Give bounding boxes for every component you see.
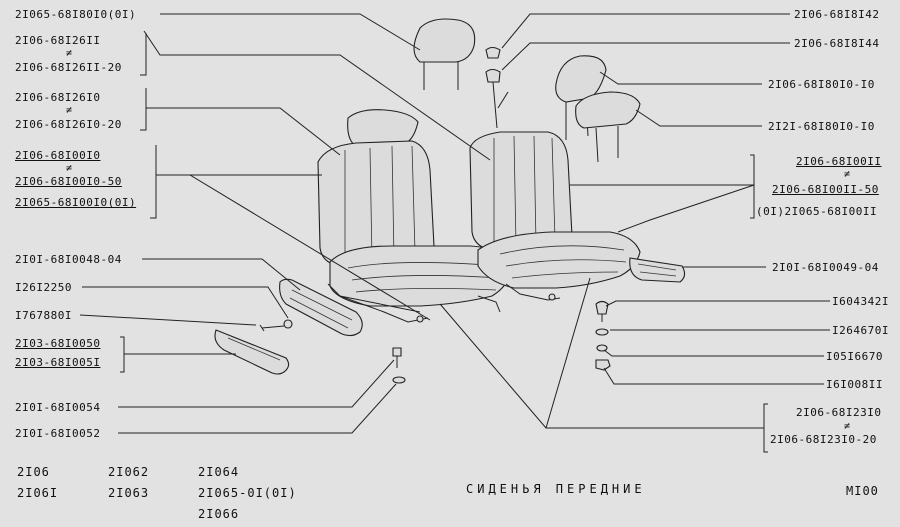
model-21062: 2I062 (108, 465, 150, 479)
label-2106-6812611[interactable]: 2I06-68I26II (15, 34, 101, 47)
label-1767-8801[interactable]: I767880I (15, 309, 72, 322)
label-2101-6810048-04[interactable]: 2I0I-68I0048-04 (15, 253, 122, 266)
page-title: СИДЕНЬЯ ПЕРЕДНИЕ (466, 482, 646, 496)
label-1051-6670[interactable]: I05I6670 (826, 350, 883, 363)
label-2103-6810050[interactable]: 2I03-68I0050 (15, 337, 101, 350)
label-2101-6810054[interactable]: 2I0I-68I0054 (15, 401, 101, 414)
not-equal-mark: ≠ (66, 105, 73, 116)
label-2121-6818010-10[interactable]: 2I2I-68I80I0-I0 (768, 120, 875, 133)
not-equal-mark: ≠ (844, 421, 851, 432)
label-1604-3421[interactable]: I604342I (832, 295, 889, 308)
label-2106-6810011-50[interactable]: 2I06-68I00II-50 (772, 183, 879, 196)
model-21064: 2I064 (198, 465, 240, 479)
label-01-21065-6810011[interactable]: (0I)2I065-68I00II (756, 205, 878, 218)
model-2106: 2I06 (17, 465, 50, 479)
label-2106-6812611-20[interactable]: 2I06-68I26II-20 (15, 61, 122, 74)
headrests-right (413, 18, 641, 163)
label-2101-6810052[interactable]: 2I0I-68I0052 (15, 427, 101, 440)
label-2106-6812610-20[interactable]: 2I06-68I26I0-20 (15, 118, 122, 131)
label-2106-6812310[interactable]: 2I06-68I23I0 (796, 406, 882, 419)
model-21063: 2I063 (108, 486, 150, 500)
label-1261-2250[interactable]: I26I2250 (15, 281, 72, 294)
label-2106-6818010-10[interactable]: 2I06-68I80I0-I0 (768, 78, 875, 91)
not-equal-mark: ≠ (66, 163, 73, 174)
label-2106-6818142[interactable]: 2I06-68I8I42 (794, 8, 880, 21)
label-2106-6812610[interactable]: 2I06-68I26I0 (15, 91, 101, 104)
not-equal-mark: ≠ (844, 169, 851, 180)
model-21065-01: 2I065-0I(0I) (198, 486, 297, 500)
label-1610-0811[interactable]: I6I008II (826, 378, 883, 391)
model-21061: 2I06I (17, 486, 59, 500)
label-21065-6818010-01[interactable]: 2I065-68I80I0(0I) (15, 8, 137, 21)
page-code: MI00 (846, 484, 879, 498)
leader-lines (79, 13, 830, 453)
right-seat (469, 46, 686, 301)
fasteners-left (214, 319, 406, 384)
label-21065-6810010-01[interactable]: 2I065-68I00I0(0I) (15, 196, 137, 209)
label-2106-6810010[interactable]: 2I06-68I00I0 (15, 149, 101, 162)
label-2101-6810049-04[interactable]: 2I0I-68I0049-04 (772, 261, 879, 274)
label-2106-6818144[interactable]: 2I06-68I8I44 (794, 37, 880, 50)
model-21066: 2I066 (198, 507, 240, 521)
label-1264-6701[interactable]: I264670I (832, 324, 889, 337)
label-2106-6812310-20[interactable]: 2I06-68I23I0-20 (770, 433, 877, 446)
label-2106-6810010-50[interactable]: 2I06-68I00I0-50 (15, 175, 122, 188)
label-2106-6810011[interactable]: 2I06-68I00II (796, 155, 882, 168)
fasteners-right (595, 300, 611, 371)
left-seat (279, 109, 513, 337)
not-equal-mark: ≠ (66, 48, 73, 59)
label-2103-6810051[interactable]: 2I03-68I005I (15, 356, 101, 369)
